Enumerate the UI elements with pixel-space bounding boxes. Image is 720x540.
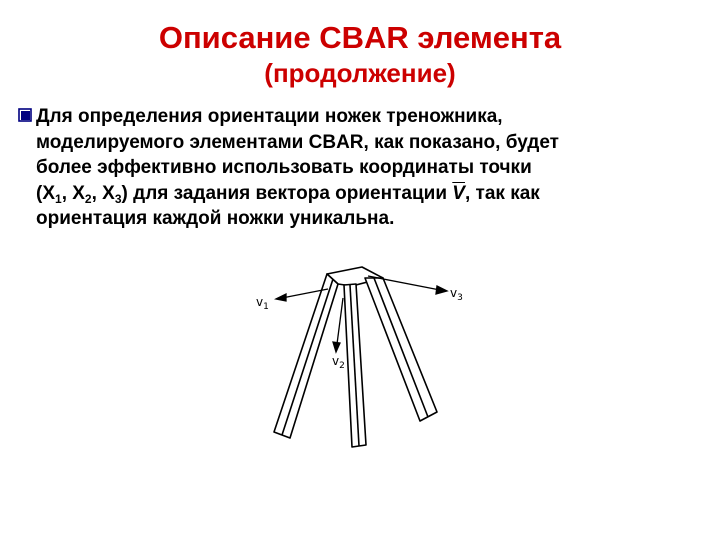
v2-arrow-line (336, 297, 344, 345)
bullet-line-3: более эффективно использовать координаты… (36, 157, 532, 178)
bullet-paragraph: Для определения ориентации ножек треножн… (18, 104, 708, 232)
v2-arrowhead (332, 341, 341, 354)
text-run: , X (61, 182, 85, 204)
bullet-text: Для определения ориентации ножек треножн… (36, 104, 708, 232)
v1-arrow-line (281, 288, 329, 299)
v1-arrowhead (274, 292, 287, 302)
subscript: 1 (55, 191, 62, 206)
v2-label: v2 (332, 354, 345, 371)
bullet-line-2: моделируемого элементами CBAR, как показ… (36, 131, 559, 153)
slide-subtitle: (продолжение) (264, 58, 456, 88)
tripod-drawing (273, 266, 449, 448)
subscript: 2 (84, 191, 92, 206)
bullet-line-4: (X1, X2, X3) для задания вектора ориента… (36, 181, 708, 207)
label-subscript: 2 (339, 361, 345, 371)
text-run: ) для задания вектора ориентации (121, 182, 453, 204)
bullet-line-1: Для определения ориентации ножек треножн… (36, 106, 503, 127)
text-run: , X (91, 182, 115, 204)
v3-label: v3 (450, 286, 463, 303)
text-run: , так как (464, 182, 540, 204)
label-base: v (332, 354, 340, 368)
text-run: (X (36, 182, 55, 204)
label-subscript: 1 (263, 302, 269, 312)
vector-symbol: V (452, 182, 465, 204)
slide-title: Описание CBAR элемента (158, 20, 562, 55)
v1-label: v1 (256, 295, 269, 312)
tripod-figure: v1 v2 v3 (240, 260, 500, 450)
v3-arrow-line (367, 275, 441, 291)
v3-arrowhead (435, 285, 449, 295)
label-base: v (256, 295, 264, 309)
bullet-line-5: ориентация каждой ножки уникальна. (36, 208, 395, 229)
label-base: v (450, 286, 458, 300)
subscript: 3 (114, 191, 122, 206)
checkbox-bullet-icon (18, 108, 32, 122)
label-subscript: 3 (457, 293, 463, 303)
